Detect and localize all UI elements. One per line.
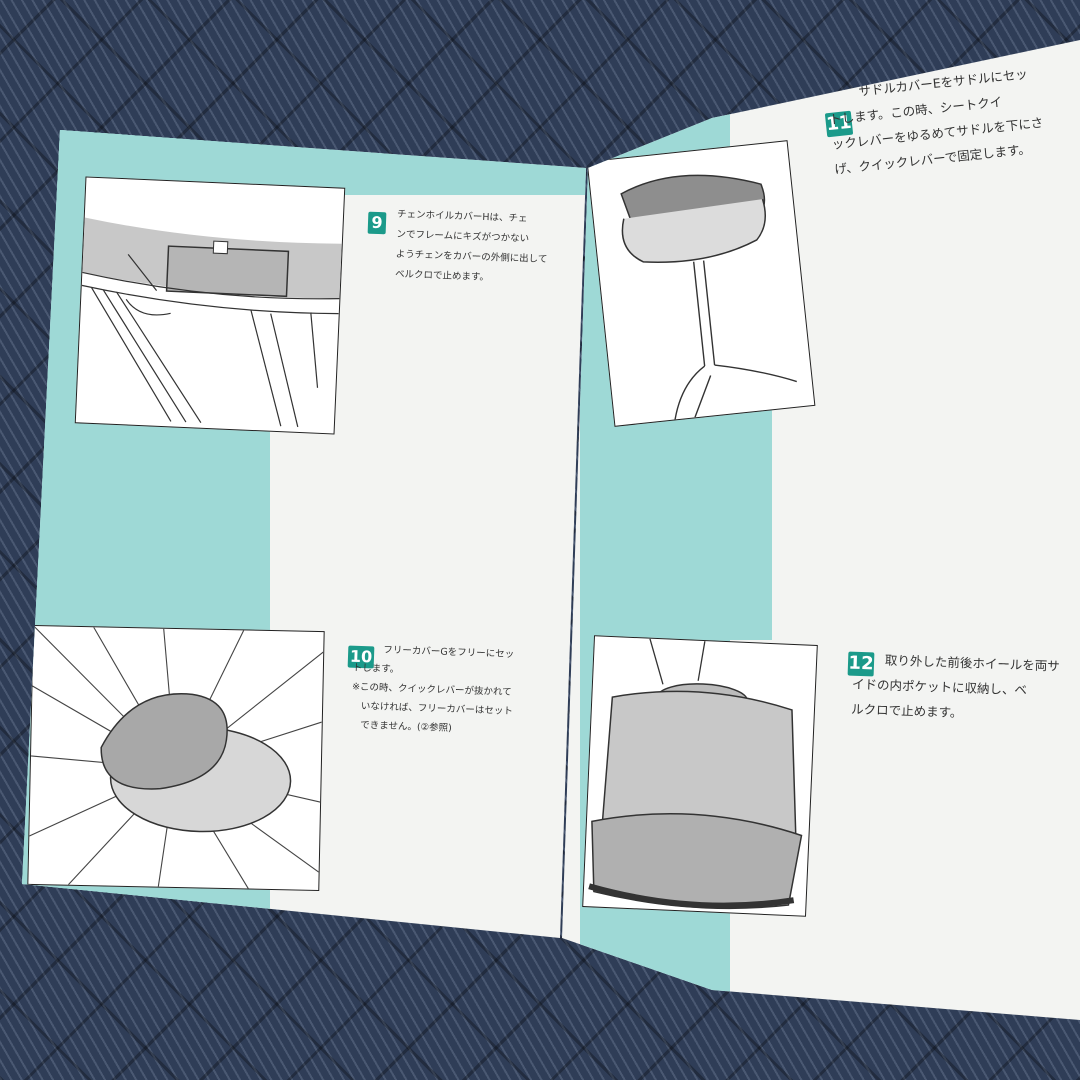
step-9-number-badge: 9 [367, 211, 387, 235]
step-12-illustration [582, 635, 818, 917]
step-10-illustration [27, 624, 325, 892]
step-10-caption: フリーカバーGをフリーにセッ トします。 ※この時、クイックレバーが抜かれて い… [350, 644, 515, 735]
wheel-bag-drawing [588, 638, 803, 910]
saddle-cover-drawing [620, 174, 797, 420]
step-9-illustration [74, 176, 346, 435]
step-11-illustration [586, 140, 816, 427]
chain-wheel-cover-drawing [81, 217, 342, 428]
step-12-caption: 取り外した前後ホイールを両サ イドの内ポケットに収納し、ベ ルクロで止めます。 [850, 652, 1061, 721]
freewheel-cover-drawing [29, 625, 324, 889]
step-9-caption: チェンホイルカバーHは、チェ ンでフレームにキズがつかない ようチェンをカバーの… [394, 208, 548, 284]
